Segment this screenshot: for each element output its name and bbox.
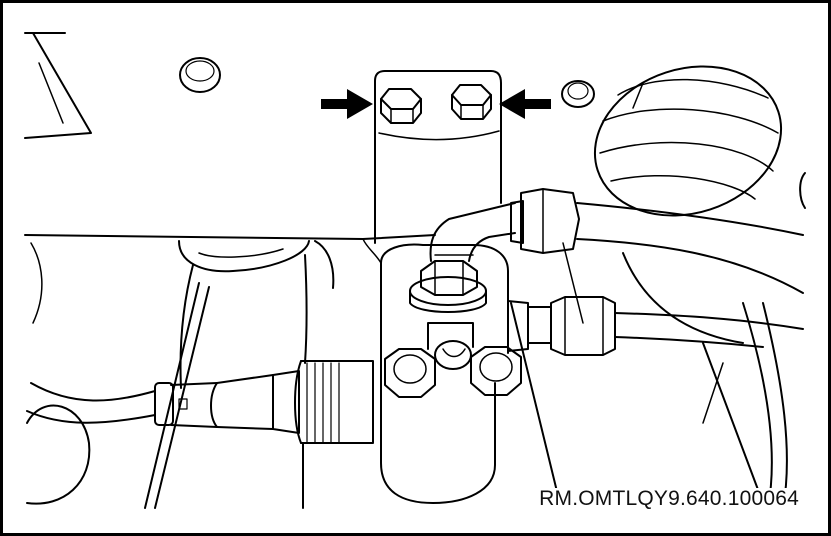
filter-front-bolts (384, 322, 522, 398)
round-cover (593, 65, 806, 217)
right-mounting-bolt (451, 84, 492, 120)
lower-line-nut (507, 296, 804, 356)
top-elbow-fitting (409, 202, 516, 313)
sensor-connector (26, 360, 374, 444)
arrow-right-icon (321, 89, 373, 119)
arrow-left-icon (499, 89, 551, 119)
fuel-filter-bracket-illustration (24, 32, 806, 509)
fuel-filter-housing (362, 238, 509, 504)
reference-code: RM.OMTLQY9.640.100064 (537, 487, 801, 510)
upper-line-nut (510, 188, 804, 294)
callout-arrows (321, 89, 551, 119)
chassis-background (24, 32, 595, 240)
left-mounting-bolt (380, 88, 422, 124)
support-rods (144, 282, 562, 509)
large-coolant-pipe (178, 240, 335, 389)
left-hose-end (26, 242, 91, 505)
right-side-components (562, 242, 788, 509)
mounting-bracket (374, 70, 502, 244)
